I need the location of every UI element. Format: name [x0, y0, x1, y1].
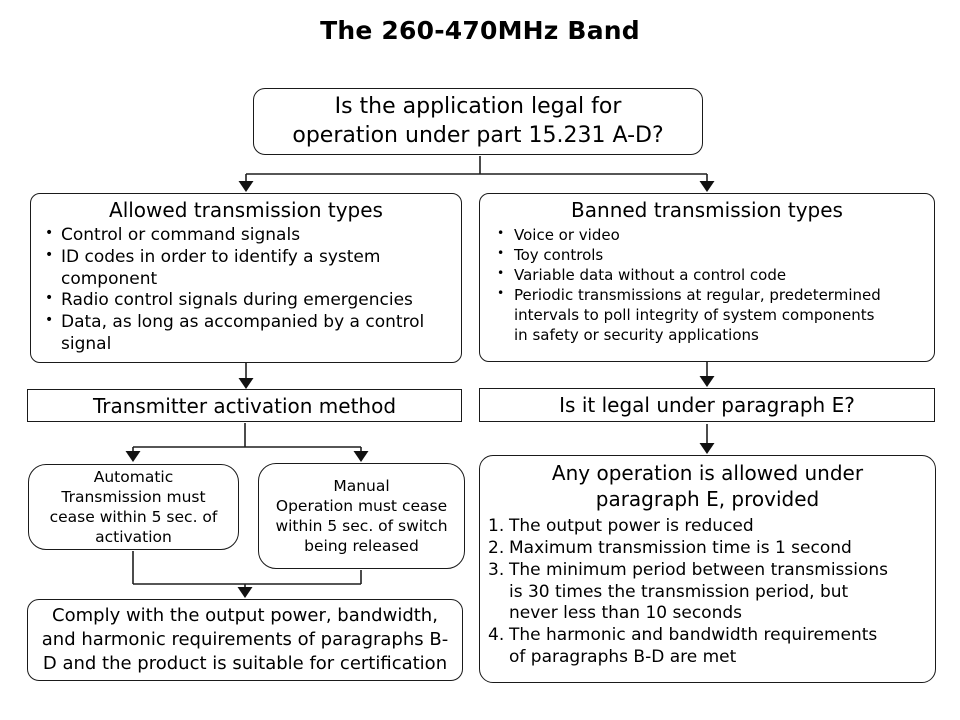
arrowhead-icon — [238, 181, 254, 192]
arrowhead-icon — [237, 587, 253, 598]
arrowhead-icon — [699, 443, 715, 454]
arrowhead-icon — [699, 181, 715, 192]
legal-paragraph-e-text: Is it legal under paragraph E? — [559, 393, 855, 417]
manual-title: Manual — [333, 476, 390, 495]
numbered-item: The minimum period between transmissions… — [488, 559, 889, 624]
list-item: Voice or video — [490, 225, 926, 245]
numbered-item: Maximum transmission time is 1 second — [488, 537, 852, 560]
comply-text: Comply with the output power, bandwidth,… — [41, 605, 449, 674]
automatic-box: Automatic Transmission must cease within… — [28, 464, 239, 550]
question-text: Is the application legal for operation u… — [292, 93, 664, 148]
arrowhead-icon — [125, 451, 141, 462]
allowed-list: Control or command signals ID codes in o… — [31, 225, 461, 356]
banned-list: Voice or video Toy controls Variable dat… — [480, 225, 934, 346]
paragraph-e-box: Any operation is allowed under paragraph… — [479, 455, 936, 683]
allowed-box: Allowed transmission types Control or co… — [30, 193, 462, 363]
arrowhead-icon — [699, 376, 715, 387]
list-item: Toy controls — [490, 245, 926, 265]
manual-box: Manual Operation must cease within 5 sec… — [258, 463, 465, 569]
paragraph-e-title: Any operation is allowed under paragraph… — [551, 461, 864, 512]
manual-text: Operation must cease within 5 sec. of sw… — [275, 496, 448, 556]
comply-box: Comply with the output power, bandwidth,… — [27, 599, 463, 681]
arrowhead-icon — [238, 378, 254, 389]
diagram-title: The 260-470MHz Band — [320, 16, 640, 45]
allowed-title: Allowed transmission types — [109, 198, 383, 222]
list-item: Periodic transmissions at regular, prede… — [490, 285, 926, 345]
legal-paragraph-e-box: Is it legal under paragraph E? — [479, 388, 935, 422]
numbered-item: The harmonic and bandwidth requirements … — [488, 625, 878, 668]
list-item: Radio control signals during emergencies — [41, 290, 453, 312]
automatic-title: Automatic — [93, 467, 174, 486]
list-item: ID codes in order to identify a system c… — [41, 247, 453, 291]
paragraph-e-list: The output power is reduced Maximum tran… — [480, 516, 935, 669]
arrowhead-icon — [353, 451, 369, 462]
list-item: Data, as long as accompanied by a contro… — [41, 312, 453, 356]
list-item: Control or command signals — [41, 225, 453, 247]
list-item: Variable data without a control code — [490, 265, 926, 285]
activation-method-text: Transmitter activation method — [92, 393, 397, 418]
banned-box: Banned transmission types Voice or video… — [479, 193, 935, 362]
numbered-item: The output power is reduced — [488, 515, 754, 538]
activation-method-box: Transmitter activation method — [27, 389, 462, 422]
question-box: Is the application legal for operation u… — [253, 88, 703, 155]
automatic-text: Transmission must cease within 5 sec. of… — [49, 487, 218, 547]
banned-title: Banned transmission types — [571, 198, 843, 222]
